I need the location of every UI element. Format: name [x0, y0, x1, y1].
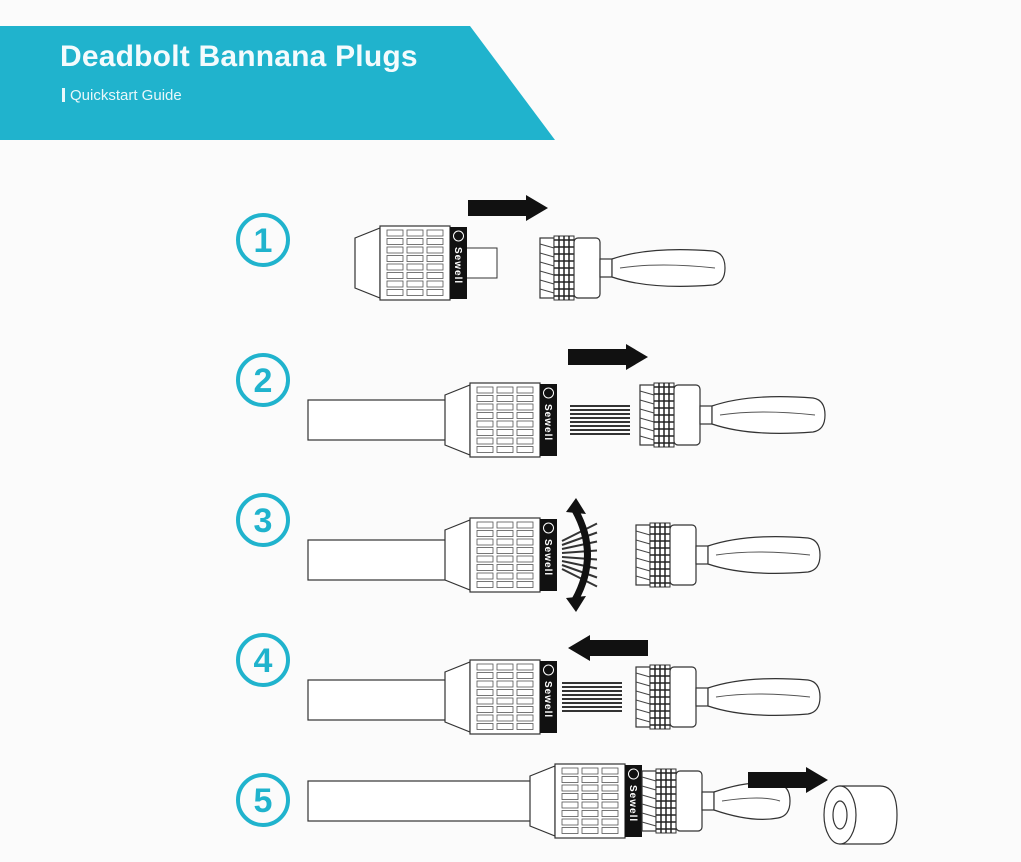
connector-barrel: Sewell	[444, 659, 557, 735]
step-number-circle	[236, 633, 290, 687]
brand-label: Sewell	[542, 681, 553, 718]
step-number-label: 3	[254, 502, 273, 540]
banana-plug	[639, 382, 826, 448]
step-5-number: 5	[236, 773, 290, 827]
page-title: Deadbolt Bannana Plugs	[60, 40, 418, 73]
step-number-label: 1	[254, 222, 273, 260]
brand-label: Sewell	[542, 539, 553, 576]
banana-plug	[539, 235, 726, 301]
banana-plug	[641, 768, 791, 834]
speaker-cable	[307, 539, 456, 581]
brand-logo-icon	[543, 387, 554, 399]
brand-label: Sewell	[627, 785, 638, 822]
connector-barrel: Sewell	[444, 517, 557, 593]
banana-pin	[707, 678, 821, 716]
step-number-label: 4	[254, 642, 273, 680]
plug-cap-ring	[823, 785, 898, 845]
step-3-number: 3	[236, 493, 290, 547]
plug-collar	[669, 666, 697, 728]
brand-label: Sewell	[542, 404, 553, 441]
arrow-right-icon	[748, 767, 828, 793]
arrow-right-icon	[568, 344, 648, 370]
speaker-cable	[307, 679, 456, 721]
page-subtitle: Quickstart Guide	[62, 87, 182, 104]
connector-barrel: Sewell	[354, 225, 467, 301]
step-number-circle	[236, 353, 290, 407]
brand-logo-icon	[543, 522, 554, 534]
rotate-arrow-head-down	[566, 596, 586, 612]
brand-label: Sewell	[452, 247, 463, 284]
plug-collar	[673, 384, 701, 446]
bare-wire-strands	[561, 522, 598, 588]
step-number-circle	[236, 213, 290, 267]
banana-plug	[635, 522, 821, 588]
connector-barrel: Sewell	[444, 382, 557, 458]
brand-band	[540, 519, 557, 591]
plug-collar	[669, 524, 697, 586]
plug-collar	[573, 237, 601, 299]
arrow-right-icon	[468, 195, 548, 221]
brand-band	[625, 765, 642, 837]
speaker-cable	[307, 399, 456, 441]
speaker-cable	[307, 780, 541, 822]
banana-pin	[711, 396, 826, 434]
threaded-stub	[467, 247, 498, 279]
banana-plug	[635, 664, 821, 730]
subtitle-bar	[62, 88, 65, 102]
subtitle-text: Quickstart Guide	[70, 87, 182, 104]
step-1-number: 1	[236, 213, 290, 267]
step-4-number: 4	[236, 633, 290, 687]
step-number-label: 5	[254, 782, 273, 820]
arrow-left-icon	[568, 635, 648, 661]
brand-logo-icon	[628, 768, 639, 780]
brand-band	[450, 227, 467, 299]
banana-pin	[707, 536, 821, 574]
step-number-circle	[236, 773, 290, 827]
bare-wire-strands	[570, 405, 630, 435]
step-2-number: 2	[236, 353, 290, 407]
rotate-arrow-icon	[571, 508, 591, 602]
brand-logo-icon	[543, 664, 554, 676]
header-banner	[0, 26, 555, 140]
step-number-label: 2	[254, 362, 273, 400]
bare-wire-strands	[562, 682, 622, 712]
brand-band	[540, 661, 557, 733]
rotate-arrow-head-up	[566, 498, 586, 514]
plug-collar	[675, 770, 703, 832]
brand-logo-icon	[453, 230, 464, 242]
banana-pin	[611, 249, 726, 287]
brand-band	[540, 384, 557, 456]
step-number-circle	[236, 493, 290, 547]
connector-barrel: Sewell	[529, 763, 642, 839]
